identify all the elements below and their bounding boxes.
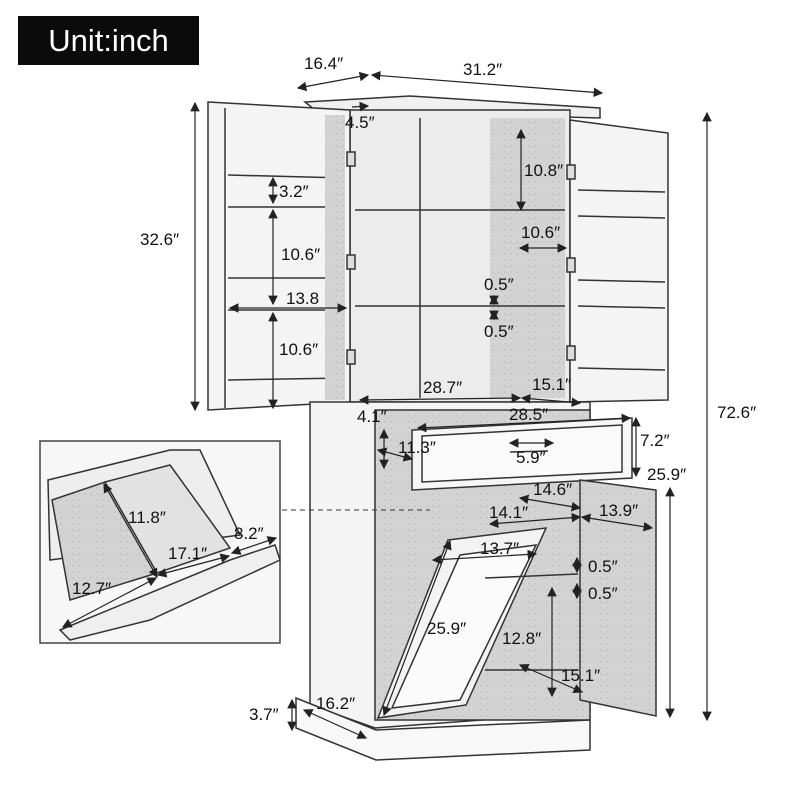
- dim-inset-bin-width: 17.1″: [168, 544, 208, 563]
- dim-lower-shelf-thickness-bottom: 0.5″: [588, 584, 618, 603]
- dim-lower-shelf-thickness-top: 0.5″: [588, 557, 618, 576]
- dim-inset-bin-bottom: 12.7″: [72, 579, 112, 598]
- dim-tilt-bin-width: 13.7″: [480, 539, 520, 558]
- dim-upper-shelf-width: 10.6″: [521, 223, 561, 242]
- dim-drawer-side-depth: 4.1″: [357, 407, 387, 426]
- dim-drawer-handle: 5.9″: [516, 448, 546, 467]
- dim-upper-height: 32.6″: [140, 230, 180, 249]
- dim-lower-door-width: 14.6″: [533, 480, 573, 499]
- dim-door-shelf-gap: 3.2″: [279, 182, 309, 201]
- dim-upper-shelf-gap: 10.8″: [524, 161, 564, 180]
- dim-lower-shelf-depth: 13.9″: [599, 501, 639, 520]
- dim-upper-inner-depth: 15.1″: [532, 375, 572, 394]
- dim-inset-bin-depth: 11.8″: [128, 508, 166, 527]
- dim-shelf-thickness-bottom: 0.5″: [484, 322, 514, 341]
- dim-shelf-thickness-top: 0.5″: [484, 275, 514, 294]
- dimension-lines: [61, 70, 712, 739]
- dim-tilt-bin-height: 25.9″: [427, 619, 467, 638]
- dim-inset-bin-side: 8.2″: [234, 524, 264, 543]
- dim-overall-width: 31.2″: [463, 60, 503, 79]
- dim-lower-inner-depth: 15.1″: [561, 666, 601, 685]
- dim-overall-height: 72.6″: [717, 403, 757, 422]
- dim-base-height: 3.7″: [249, 705, 279, 724]
- dim-lower-height: 25.9″: [647, 465, 687, 484]
- dim-crown-inset: 4.5″: [345, 113, 375, 132]
- dim-base-depth: 16.2″: [316, 694, 356, 713]
- dim-drawer-inner-depth: 11.3″: [398, 438, 436, 457]
- unit-badge: Unit:inch: [18, 16, 199, 65]
- dim-lower-shelf-width: 14.1″: [489, 503, 529, 522]
- dim-door-shelf-gap-2: 10.6″: [281, 245, 321, 264]
- dim-drawer-width: 28.5″: [509, 405, 549, 424]
- dim-door-shelf-gap-3: 10.6″: [279, 340, 319, 359]
- dim-lower-shelf-gap: 12.8″: [502, 629, 542, 648]
- dim-upper-inner-width: 28.7″: [423, 378, 463, 397]
- dim-door-width: 13.8: [286, 289, 320, 308]
- dim-drawer-height: 7.2″: [640, 431, 670, 450]
- upper-cabinet: [207, 95, 669, 411]
- dim-overall-depth: 16.4″: [304, 54, 344, 73]
